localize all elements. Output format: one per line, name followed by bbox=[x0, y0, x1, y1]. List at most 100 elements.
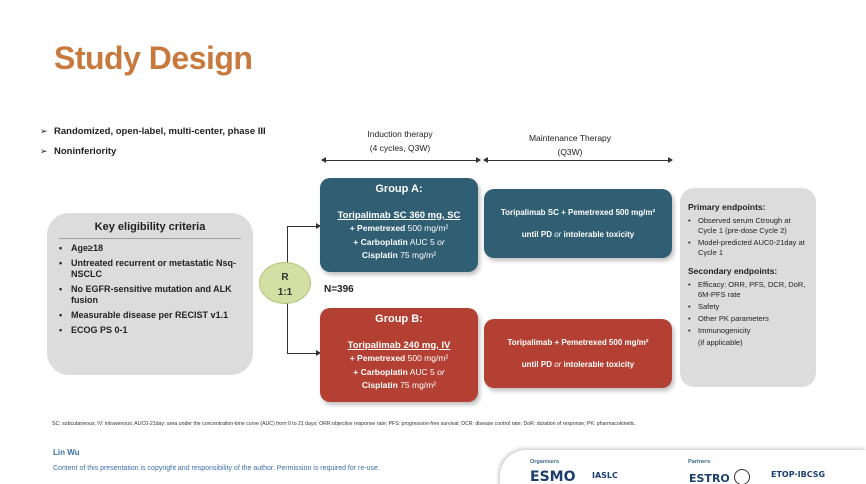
secondary-note: (if applicable) bbox=[698, 338, 743, 347]
maintenance-regimen: Toripalimab SC + Pemetrexed 500 mg/m² bbox=[500, 208, 656, 217]
bullet-dot-icon: • bbox=[688, 280, 691, 289]
endpoint-text: Other PK parameters bbox=[698, 314, 769, 323]
eligibility-text: Untreated recurrent or metastatic Nsq-NS… bbox=[71, 258, 237, 279]
copyright-notice: Content of this presentation is copyrigh… bbox=[53, 465, 380, 472]
group-b-maintenance: Toripalimab + Pemetrexed 500 mg/m² until… bbox=[484, 319, 672, 388]
drug-name: + Carboplatin bbox=[353, 366, 408, 377]
bullet-dot-icon: • bbox=[688, 314, 691, 323]
eligibility-box: Key eligibility criteria •Age≥18 •Untrea… bbox=[47, 213, 253, 375]
endpoint-text: Observed serum Ctrough at Cycle 1 (pre-d… bbox=[698, 216, 791, 235]
list-item: • Efficacy: ORR, PFS, DCR, DoR, 6M-PFS ra… bbox=[688, 280, 808, 300]
group-a-line1: + Pemetrexed 500 mg/m² bbox=[320, 222, 478, 236]
or-text: or bbox=[437, 366, 445, 377]
duration-b: intolerable toxicity bbox=[561, 230, 635, 239]
eligibility-list: •Age≥18 •Untreated recurrent or metastat… bbox=[59, 243, 241, 336]
list-item: • Safety bbox=[688, 302, 808, 312]
drug-dose: AUC 5 bbox=[407, 236, 438, 247]
maintenance-phase-label: Maintenance Therapy (Q3W) bbox=[500, 131, 640, 159]
endpoint-text: Immunogenicity bbox=[698, 326, 751, 335]
duration-b: intolerable toxicity bbox=[561, 360, 635, 369]
endpoint-text: Safety bbox=[698, 302, 720, 311]
maintenance-arrow bbox=[483, 157, 673, 163]
bullet-item: ➢ Randomized, open-label, multi-center, … bbox=[40, 121, 266, 141]
bullet-dot-icon: • bbox=[688, 302, 691, 311]
eligibility-text: Measurable disease per RECIST v1.1 bbox=[71, 310, 229, 320]
drug-name: Cisplatin bbox=[361, 380, 398, 390]
induction-sub: (4 cycles, Q3W) bbox=[369, 143, 431, 153]
or-text: or bbox=[554, 360, 562, 369]
induction-arrow bbox=[321, 157, 481, 163]
drug-name: Cisplatin bbox=[361, 250, 398, 260]
induction-title: Induction therapy bbox=[367, 129, 433, 139]
secondary-endpoints-list: • Efficacy: ORR, PFS, DCR, DoR, 6M-PFS ra… bbox=[688, 280, 808, 336]
etop-ibcsg-logo: ETOP·IBCSG bbox=[771, 470, 826, 479]
arrow-to-group-b bbox=[287, 350, 321, 356]
bullet-text: Randomized, open-label, multi-center, ph… bbox=[54, 125, 266, 137]
drug-name: + Carboplatin bbox=[353, 236, 408, 247]
endpoint-text: Model-predicted AUC0-21day at Cycle 1 bbox=[698, 238, 805, 257]
endpoint-text: Efficacy: ORR, PFS, DCR, DoR, 6M-PFS rat… bbox=[698, 280, 806, 299]
slide-title: Study Design bbox=[54, 40, 253, 76]
logo-panel bbox=[500, 450, 866, 484]
group-a-induction: Group A: Toripalimab SC 360 mg, SC + Pem… bbox=[320, 178, 478, 272]
mercedes-star-icon bbox=[734, 469, 750, 484]
eligibility-text: No EGFR-sensitive mutation and ALK fusio… bbox=[71, 284, 232, 305]
endpoints-box: Primary endpoints: • Observed serum Ctrou… bbox=[680, 188, 816, 387]
list-item: • Age≥18 bbox=[59, 243, 241, 254]
primary-endpoints-list: • Observed serum Ctrough at Cycle 1 (pre-… bbox=[688, 216, 808, 258]
drug-dose: 75 mg/m² bbox=[397, 250, 437, 260]
estro-logo: ESTRO bbox=[689, 472, 730, 484]
bullet-dot-icon: • bbox=[59, 325, 63, 335]
arrow-to-group-a bbox=[287, 223, 321, 229]
partners-label: Partners bbox=[688, 459, 711, 465]
drug-name: + Pemetrexed bbox=[349, 353, 406, 363]
drug-name: + Pemetrexed bbox=[349, 223, 406, 233]
or-text: or bbox=[437, 236, 445, 247]
bullet-dot-icon: • bbox=[59, 284, 63, 294]
randomization-label: R bbox=[281, 272, 289, 283]
list-item: • Measurable disease per RECIST v1.1 bbox=[59, 310, 241, 321]
eligibility-text: ECOG PS 0-1 bbox=[71, 325, 128, 335]
iaslc-logo: IASLC bbox=[592, 471, 618, 480]
list-item: • Model-predicted AUC0-21day at Cycle 1 bbox=[688, 238, 808, 258]
bullet-dot-icon: • bbox=[59, 310, 63, 320]
group-a-maintenance: Toripalimab SC + Pemetrexed 500 mg/m² un… bbox=[484, 189, 672, 258]
maintenance-duration: until PD or intolerable toxicity bbox=[484, 354, 672, 376]
group-b-line1: + Pemetrexed 500 mg/m² bbox=[320, 352, 478, 366]
bullet-item: ➢ Noninferiority bbox=[40, 141, 266, 161]
randomization-ratio: 1:1 bbox=[277, 287, 293, 298]
arrow-right-icon: ➢ bbox=[40, 145, 48, 156]
eligibility-text: Age≥18 bbox=[71, 243, 103, 253]
list-item: •Observed serum Ctrough at Cycle 1 (pre-… bbox=[688, 216, 808, 236]
group-a-line2: + Carboplatin AUC 5 or bbox=[320, 236, 478, 250]
duration-a: until PD bbox=[521, 230, 555, 239]
maintenance-title: Maintenance Therapy bbox=[528, 133, 612, 143]
list-item: • No EGFR-sensitive mutation and ALK fusi… bbox=[59, 284, 241, 306]
secondary-endpoints-title: Secondary endpoints: bbox=[688, 266, 778, 276]
drug-dose: 500 mg/m² bbox=[405, 353, 449, 363]
maintenance-sub: (Q3W) bbox=[557, 147, 583, 157]
group-b-drug: Toripalimab 240 mg, IV bbox=[347, 339, 451, 351]
bullet-dot-icon: • bbox=[688, 326, 691, 335]
drug-dose: AUC 5 bbox=[407, 366, 438, 377]
author-name: Lin Wu bbox=[53, 448, 80, 457]
drug-dose: 500 mg/m² bbox=[405, 223, 449, 233]
group-b-line3: Cisplatin 75 mg/m² bbox=[320, 379, 478, 393]
drug-dose: 75 mg/m² bbox=[397, 380, 437, 390]
or-text: or bbox=[554, 230, 562, 239]
maintenance-regimen: Toripalimab + Pemetrexed 500 mg/m² bbox=[507, 338, 649, 347]
organisers-label: Organisers bbox=[530, 459, 560, 465]
group-a-title: Group A: bbox=[375, 183, 423, 195]
group-b-title: Group B: bbox=[375, 313, 423, 325]
bullet-dot-icon: • bbox=[59, 243, 63, 253]
bullet-text: Noninferiority bbox=[54, 145, 117, 157]
group-a-line3: Cisplatin 75 mg/m² bbox=[320, 249, 478, 263]
induction-phase-label: Induction therapy (4 cycles, Q3W) bbox=[330, 127, 470, 155]
randomization-circle: R 1:1 bbox=[259, 262, 311, 304]
eligibility-title: Key eligibility criteria bbox=[59, 218, 241, 239]
primary-endpoints-title: Primary endpoints: bbox=[688, 202, 766, 212]
bullet-dot-icon: • bbox=[688, 238, 691, 247]
list-item: •Untreated recurrent or metastatic Nsq-N… bbox=[59, 258, 241, 280]
arrow-right-icon: ➢ bbox=[40, 125, 48, 136]
design-bullets: ➢ Randomized, open-label, multi-center, … bbox=[40, 121, 266, 161]
